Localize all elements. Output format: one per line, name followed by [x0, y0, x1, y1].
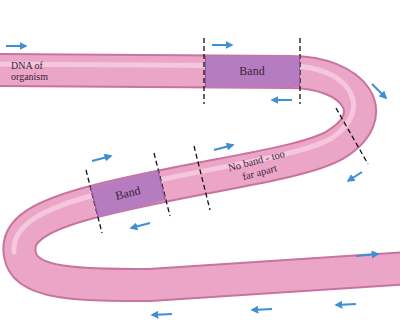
dna-tube	[0, 64, 400, 285]
cut-lines	[86, 38, 368, 233]
tube-label: DNA of organism	[11, 60, 73, 82]
dna-band: Band	[90, 169, 165, 216]
primer-arrows	[6, 45, 386, 315]
dna-band: Band	[205, 56, 300, 87]
band-label: Band	[114, 183, 142, 204]
strand-name: DNA of organism	[11, 60, 48, 82]
band-label: Band	[239, 64, 264, 79]
